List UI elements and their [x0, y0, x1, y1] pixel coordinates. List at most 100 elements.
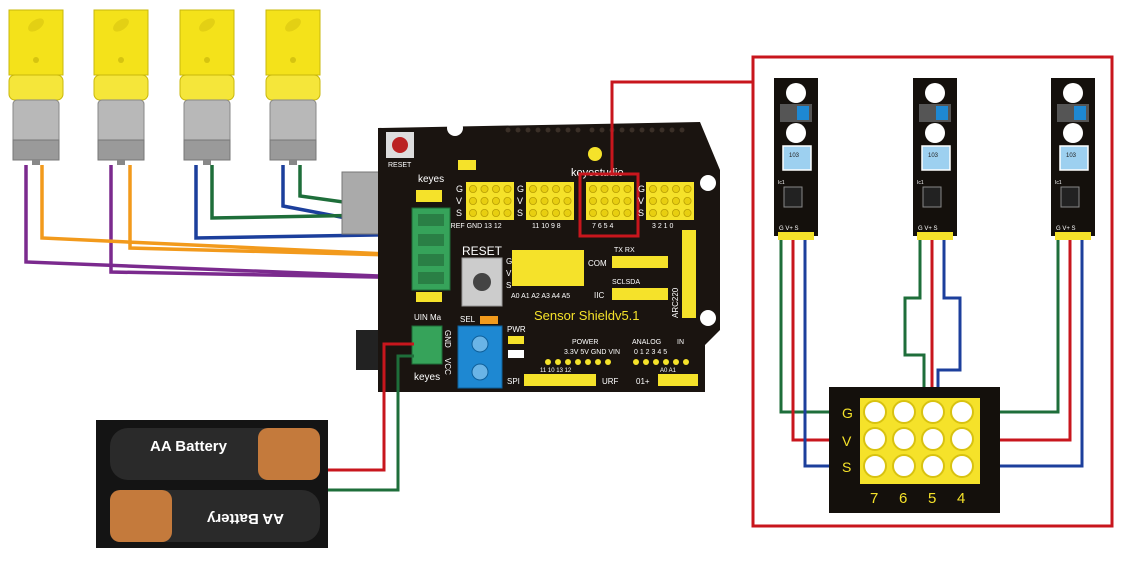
sensor-pin-labels: G V+ S [779, 226, 799, 232]
battery-top-label: AA Battery [150, 438, 228, 455]
ic-chip [783, 186, 803, 208]
header-pin-hole [540, 208, 549, 217]
header-pin-hole [468, 184, 477, 193]
gear-motor-1 [8, 9, 64, 165]
detail-pin-hole [892, 400, 916, 424]
header-pin-hole [649, 184, 658, 193]
ir-receiver-icon [1074, 106, 1086, 120]
analog-label: ANALOG [632, 339, 661, 346]
header-pin-hole [612, 196, 621, 205]
txrx-label: TX RX [614, 247, 635, 254]
reset-button-label: RESET [462, 244, 503, 258]
header-pin-hole [503, 196, 512, 205]
potentiometer-label: 103 [789, 153, 800, 159]
detail-frame [751, 55, 1114, 528]
detail-pin-hole [863, 454, 887, 478]
v-label-4: V [506, 269, 512, 278]
motor-wires [24, 165, 431, 280]
header-pin-hole [660, 196, 669, 205]
header-pin-hole [563, 208, 572, 217]
iic-label: IIC [594, 291, 604, 300]
header-pin-hole [503, 184, 512, 193]
a0a1-label: A0 A1 [660, 368, 677, 374]
g-label-3: G [638, 184, 645, 194]
g-label-2: G [517, 184, 524, 194]
spi-label: SPI [507, 377, 520, 386]
detail-col-5: 5 [928, 490, 936, 507]
header-pin-hole [683, 184, 692, 193]
header-pin-hole [612, 208, 621, 217]
header-pin-hole [503, 208, 512, 217]
ic-label: Ic1 [1055, 180, 1062, 186]
board-model: Sensor Shieldv5.1 [534, 308, 640, 323]
pin-labels-11-8: 11 10 9 8 [532, 223, 561, 230]
ic-chip [1060, 186, 1080, 208]
detail-pin-hole [921, 427, 945, 451]
pwr-label: PWR [507, 325, 526, 334]
potentiometer-icon [1059, 145, 1089, 171]
detail-pin-hole [950, 454, 974, 478]
pin-labels-7-4: 7 6 5 4 [592, 223, 614, 230]
battery-wires [328, 342, 414, 492]
detail-row-s: S [842, 459, 851, 475]
header-pin-hole [589, 184, 598, 193]
sel-label: SEL [460, 315, 476, 324]
v-label-1: V [456, 196, 462, 206]
com-label: COM [588, 259, 607, 268]
detail-col-6: 6 [899, 490, 907, 507]
detail-pin-hole [892, 454, 916, 478]
header-pin-hole [683, 208, 692, 217]
uin-label: UIN Ma [414, 313, 442, 322]
s-label-4: S [506, 281, 511, 290]
battery-holder: AA Battery AA Battery [96, 420, 328, 548]
header-pin-hole [552, 208, 561, 217]
ir-receiver-icon [797, 106, 809, 120]
spi-pin-labels: 11 10 13 12 [540, 368, 572, 374]
urf-label: URF [602, 377, 619, 386]
battery-bottom-label: AA Battery [206, 510, 284, 527]
callout-line [610, 80, 752, 174]
small-reset-label: RESET [388, 162, 412, 169]
header-pin-hole [623, 196, 632, 205]
header-pin-hole [623, 208, 632, 217]
detail-pin-holes [863, 400, 974, 478]
potentiometer-label: 103 [928, 153, 939, 159]
vcc-terminal-label: VCC [443, 358, 452, 375]
header-pin-hole [623, 184, 632, 193]
header-pin-hole [600, 184, 609, 193]
g-label-4: G [506, 257, 512, 266]
gear-motor-2 [93, 9, 149, 165]
header-pin-hole [540, 184, 549, 193]
detail-pin-hole [950, 427, 974, 451]
v-label-2: V [517, 196, 523, 206]
brand-short-bottom: keyes [414, 372, 440, 383]
gear-motor-3 [179, 9, 235, 165]
header-pin-hole [672, 208, 681, 217]
potentiometer-icon [782, 145, 812, 171]
reset-button[interactable] [473, 273, 491, 291]
power-label: POWER [572, 339, 598, 346]
detail-pin-hole [892, 427, 916, 451]
header-pin-hole [612, 184, 621, 193]
header-pin-hole [480, 184, 489, 193]
analog-in-label: IN [677, 339, 684, 346]
s-label-3: S [638, 208, 644, 218]
detail-col-7: 7 [870, 490, 878, 507]
s-label-2: S [517, 208, 523, 218]
detail-pin-hole [950, 400, 974, 424]
detail-pin-hole [863, 400, 887, 424]
header-pin-hole [529, 208, 538, 217]
header-pin-hole [649, 196, 658, 205]
gear-motor-4 [265, 9, 321, 165]
header-pin-hole [660, 184, 669, 193]
ic-label: Ic1 [917, 180, 924, 186]
arc220-label: ARC220 [671, 287, 680, 318]
sensor-pin-labels: G V+ S [918, 226, 938, 232]
pin-labels-3-0: 3 2 1 0 [652, 223, 674, 230]
header-pin-hole [540, 196, 549, 205]
brand-short-top: keyes [418, 174, 444, 185]
header-pin-hole [491, 184, 500, 193]
